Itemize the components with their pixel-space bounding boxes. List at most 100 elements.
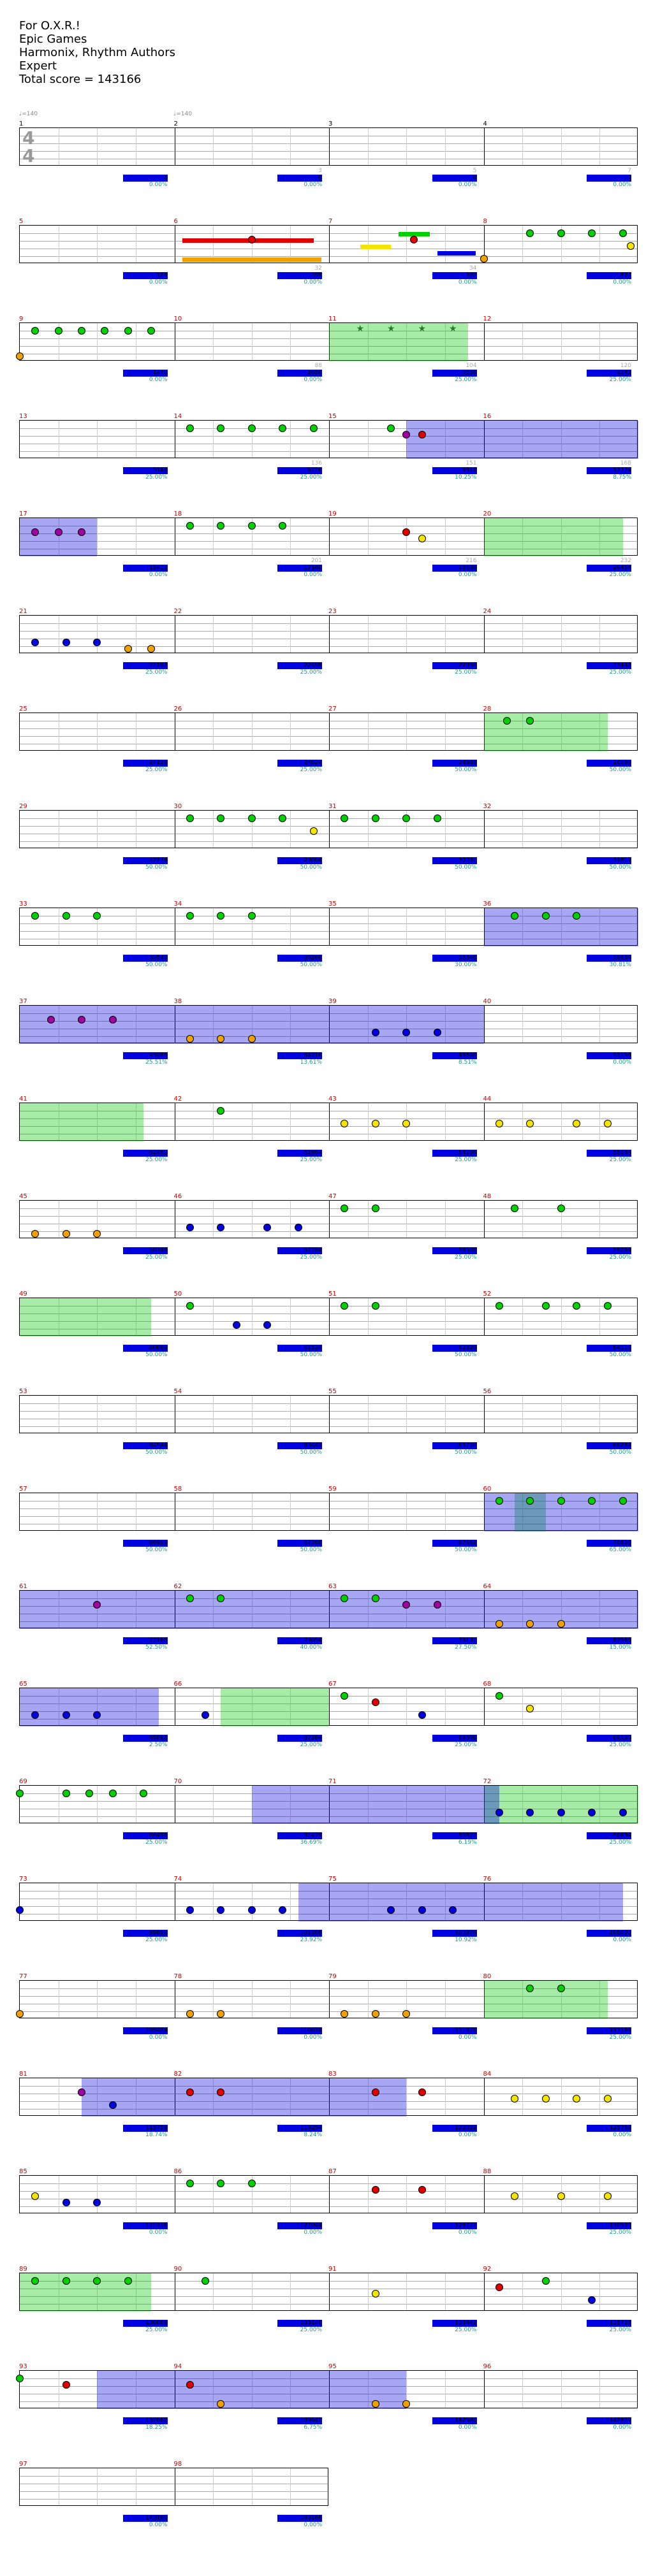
percentage: 50.00% <box>609 1352 631 1358</box>
measure-number: 60 <box>483 1486 492 1493</box>
beat-line <box>599 1006 601 1043</box>
percentage: 50.00% <box>300 864 322 871</box>
beat-line <box>213 128 214 165</box>
cumulative-score: 27274 <box>122 857 168 864</box>
gem-note <box>588 1809 596 1816</box>
beat-line <box>213 323 214 360</box>
song-header: For O.X.R.! Epic Games Harmonix, Rhythm … <box>19 19 175 86</box>
percentage: 25.00% <box>455 669 477 676</box>
gem-note <box>603 2095 612 2102</box>
beat-line <box>444 1981 446 2018</box>
cumulative-score: 43088 <box>122 1052 168 1059</box>
beat-line <box>213 908 214 945</box>
cumulative-score: 128 <box>122 272 168 279</box>
beat-line <box>522 1591 524 1628</box>
gem-note <box>371 2010 379 2018</box>
beat-line <box>213 1883 214 1920</box>
note-count <box>587 1338 631 1345</box>
beat-line <box>367 1981 369 2018</box>
beat-line <box>367 2273 369 2310</box>
lane-line <box>20 346 637 347</box>
cumulative-score: 66999 <box>122 1540 168 1547</box>
song-title: For O.X.R.! <box>19 19 80 33</box>
lane-line <box>20 1231 637 1232</box>
beat-line <box>251 2371 253 2408</box>
note-count: 216 <box>466 558 477 564</box>
beat-line <box>599 1688 601 1725</box>
beat-line <box>290 713 291 750</box>
gem-note <box>557 1497 565 1505</box>
beat-line <box>251 518 253 555</box>
starpower-phrase <box>221 1688 329 1726</box>
lane-line <box>20 1988 637 1989</box>
lane-line <box>20 818 637 819</box>
measure-number: 71 <box>328 1778 337 1785</box>
measure-bar <box>483 1591 485 1628</box>
gem-note <box>78 1016 85 1024</box>
gem-note <box>526 1985 534 1992</box>
note-staff <box>19 1590 638 1629</box>
percentage: 25.00% <box>609 572 631 578</box>
measure-number: 18 <box>173 510 182 517</box>
cumulative-score: 134442 <box>432 2320 477 2327</box>
measure-number: 20 <box>483 510 492 517</box>
note-staff <box>19 1688 638 1726</box>
note-count <box>432 1533 477 1540</box>
note-count <box>123 1338 168 1345</box>
measure-number: 11 <box>328 315 337 322</box>
beat-line <box>561 421 562 458</box>
beat-line <box>367 713 369 750</box>
percentage: 0.00% <box>149 2229 168 2236</box>
measure-bar <box>483 2176 485 2213</box>
lane-line <box>20 541 637 542</box>
cumulative-score: 822 <box>587 272 631 279</box>
percentage: 0.00% <box>149 182 168 188</box>
note-count <box>587 265 631 272</box>
percentage: 10.92% <box>455 1937 477 1943</box>
measure-number: 35 <box>328 901 337 908</box>
beat-line <box>213 1688 214 1725</box>
gem-note <box>124 2277 132 2285</box>
gem-note <box>526 229 534 237</box>
gem-note <box>217 814 225 822</box>
beat-line <box>213 1591 214 1628</box>
measure-bar <box>329 1396 330 1433</box>
cumulative-score: 111078 <box>432 2027 477 2034</box>
note-count <box>277 1630 322 1637</box>
cumulative-score: 133140 <box>277 2320 322 2327</box>
beat-line <box>522 421 524 458</box>
starpower-phrase <box>329 323 469 361</box>
overdrive-region <box>82 2078 407 2117</box>
beat-line <box>367 1688 369 1725</box>
beat-line <box>213 811 214 848</box>
beat-line <box>522 1981 524 2018</box>
lane-line <box>20 841 637 842</box>
gem-note <box>418 535 426 542</box>
percentage: 23.92% <box>300 1937 322 1943</box>
lane-line <box>20 1403 637 1404</box>
measure-bar <box>329 518 330 555</box>
measure-number: 21 <box>19 608 27 615</box>
lane-line <box>20 233 637 234</box>
overdrive-region <box>20 1591 638 1629</box>
gem-note <box>418 431 426 438</box>
cumulative-score: 592 <box>432 272 477 279</box>
gem-note <box>495 2283 503 2291</box>
cumulative-score: 61524 <box>277 1345 322 1352</box>
cumulative-score: 139642 <box>277 2417 322 2424</box>
percentage: 10.25% <box>455 474 477 481</box>
gem-note <box>93 639 101 646</box>
percentage: 25.00% <box>145 2327 168 2333</box>
beat-line <box>213 616 214 653</box>
